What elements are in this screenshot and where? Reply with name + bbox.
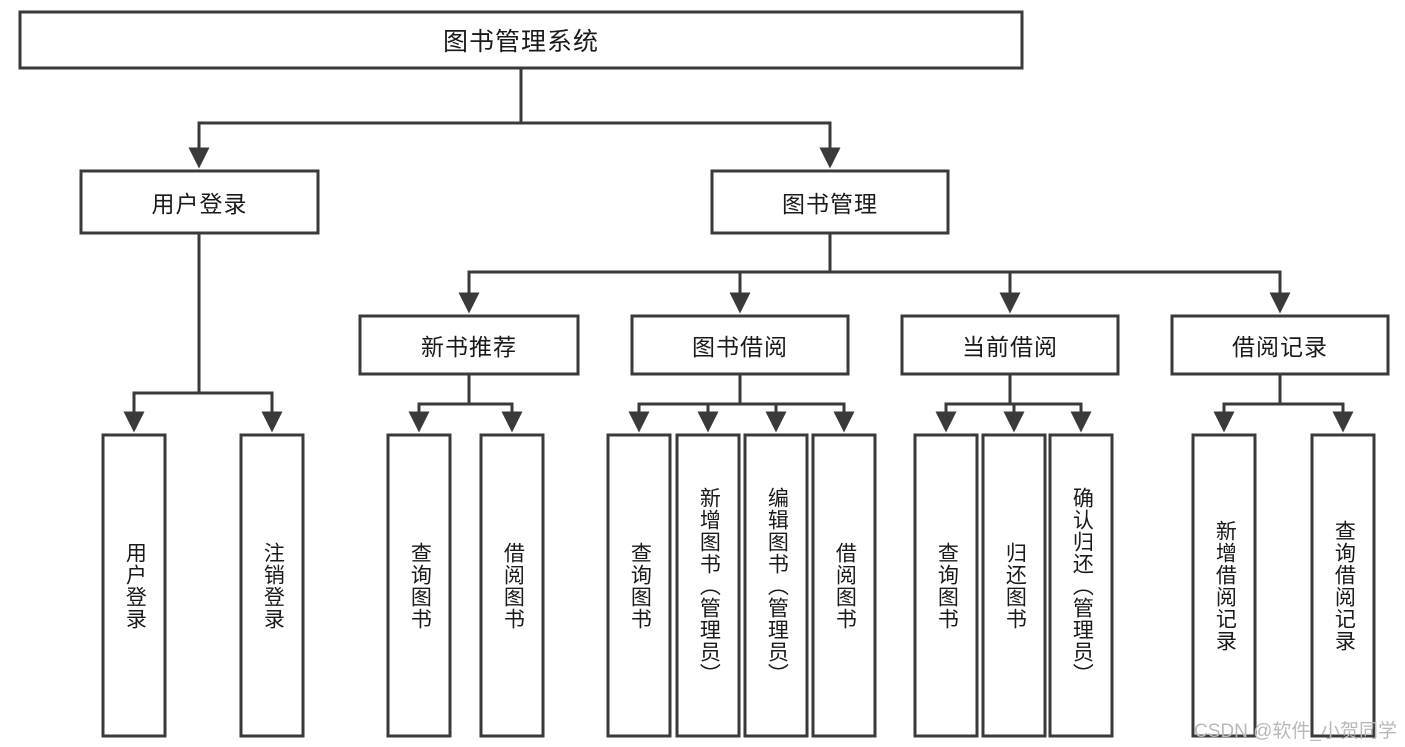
- node-new-book-recommend-box[interactable]: [358, 314, 580, 376]
- leaf-user-login-1-box[interactable]: [239, 433, 305, 738]
- node-current-borrow-box[interactable]: [900, 314, 1120, 376]
- leaf-book-borrow-0-box[interactable]: [606, 433, 672, 738]
- leaf-current-borrow-2-box[interactable]: [1048, 433, 1114, 738]
- leaf-book-borrow-1-box[interactable]: [675, 433, 741, 738]
- node-root-box[interactable]: [18, 10, 1024, 70]
- leaf-current-borrow-0-box[interactable]: [913, 433, 979, 738]
- leaf-current-borrow-1-box[interactable]: [981, 433, 1047, 738]
- leaf-book-borrow-2-box[interactable]: [743, 433, 809, 738]
- node-book-management-box[interactable]: [710, 169, 950, 235]
- node-user-login-box[interactable]: [79, 169, 320, 235]
- leaf-borrow-record-1-box[interactable]: [1310, 433, 1376, 738]
- leaf-book-borrow-3-box[interactable]: [811, 433, 877, 738]
- node-borrow-record-box[interactable]: [1170, 314, 1390, 376]
- leaf-new-book-1-box[interactable]: [479, 433, 545, 738]
- node-book-borrow-box[interactable]: [630, 314, 850, 376]
- leaf-borrow-record-0-box[interactable]: [1191, 433, 1257, 738]
- leaf-user-login-0-box[interactable]: [101, 433, 167, 738]
- leaf-new-book-0-box[interactable]: [386, 433, 452, 738]
